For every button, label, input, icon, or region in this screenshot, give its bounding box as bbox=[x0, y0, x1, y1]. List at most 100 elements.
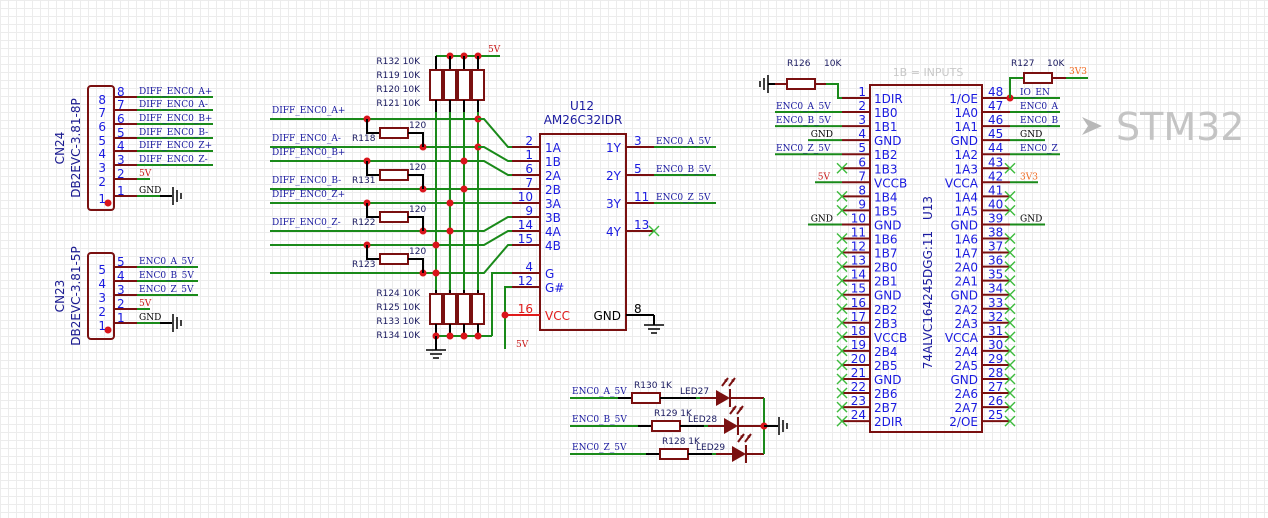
connector-pin-inner-number: 6 bbox=[98, 120, 106, 134]
pin-number: 20 bbox=[851, 352, 866, 366]
pin-name: 2B6 bbox=[874, 387, 898, 401]
pin-number: 11 bbox=[634, 190, 649, 204]
no-connect-stroke bbox=[1004, 331, 1016, 343]
pin-number: 12 bbox=[851, 240, 866, 254]
net-label: DIFF_ENC0_A+ bbox=[139, 87, 212, 97]
pin-name: GND bbox=[950, 289, 978, 303]
junction-dot bbox=[432, 269, 440, 277]
pin-number: 2 bbox=[525, 134, 533, 148]
net-label: DIFF_ENC0_B+ bbox=[272, 148, 345, 158]
pin-number: 38 bbox=[988, 226, 1003, 240]
no-connect-marker bbox=[836, 275, 848, 287]
junction-dot bbox=[474, 332, 482, 340]
connector-pin-number: 1 bbox=[117, 311, 125, 325]
pin-number: 42 bbox=[988, 169, 1003, 183]
junction-dot bbox=[446, 332, 454, 340]
ic-part: AM26C32IDR bbox=[544, 113, 623, 127]
pin-number: 13 bbox=[851, 254, 866, 268]
pin-name: VCCA bbox=[945, 331, 979, 345]
net-label: DIFF_ENC0_A- bbox=[139, 100, 208, 110]
no-connect-marker bbox=[836, 261, 848, 273]
ic-ref: U12 bbox=[570, 99, 594, 113]
no-connect-marker bbox=[836, 317, 848, 329]
connector-pin-inner-number: 7 bbox=[98, 106, 106, 120]
pin-name: 3Y bbox=[606, 197, 622, 211]
pin-number: 25 bbox=[988, 408, 1003, 422]
led-arrow-head bbox=[731, 378, 735, 382]
resistor-lead bbox=[366, 119, 380, 134]
connector-ref: CN24 bbox=[53, 132, 67, 165]
net-label: ENC0_Z_5V bbox=[776, 144, 831, 154]
ic-part: 74ALVC164245DGG:11 bbox=[921, 231, 935, 369]
pin-name: 2A bbox=[545, 169, 562, 183]
no-connect-marker bbox=[1004, 247, 1016, 259]
no-connect-marker bbox=[836, 387, 848, 399]
no-connect-marker bbox=[836, 345, 848, 357]
pin-number: 15 bbox=[851, 282, 866, 296]
connector-pin-number: 4 bbox=[117, 139, 125, 153]
led-icon bbox=[732, 446, 746, 462]
pin-number: 34 bbox=[988, 282, 1003, 296]
pulldown-resistor bbox=[443, 293, 457, 325]
no-connect-stroke bbox=[1004, 401, 1016, 413]
enable-wire bbox=[504, 286, 512, 349]
pin-name: 2B5 bbox=[874, 359, 898, 373]
connector-pin-number: 2 bbox=[117, 297, 125, 311]
pin-name: 2A0 bbox=[955, 261, 978, 275]
pin-name: 2B3 bbox=[874, 317, 898, 331]
no-connect-stroke bbox=[1004, 247, 1016, 259]
pin-name: GND bbox=[950, 218, 978, 232]
led-arrow-head bbox=[724, 378, 728, 382]
resistor-lead bbox=[366, 203, 380, 218]
no-connect-stroke bbox=[836, 345, 848, 357]
net-label: DIFF_ENC0_A- bbox=[272, 134, 341, 144]
pin-name: 1B5 bbox=[874, 204, 898, 218]
led-ref: LED28 bbox=[688, 415, 717, 425]
resistor-label: R134 10K bbox=[376, 331, 421, 341]
no-connect-stroke bbox=[836, 303, 848, 315]
ground-icon bbox=[172, 314, 182, 332]
no-connect-stroke bbox=[1004, 233, 1016, 244]
no-connect-marker bbox=[836, 204, 848, 216]
resistor-value: 120 bbox=[409, 121, 426, 131]
no-connect-stroke bbox=[1004, 162, 1016, 174]
arrow-right-icon bbox=[1082, 117, 1102, 135]
no-connect-stroke bbox=[1004, 317, 1016, 329]
no-connect-stroke bbox=[1004, 359, 1016, 371]
pin-name: 2B0 bbox=[874, 261, 898, 275]
pin-name: 1A4 bbox=[955, 190, 978, 204]
pin-name: 2A7 bbox=[955, 401, 978, 415]
pin-number: 39 bbox=[988, 211, 1003, 225]
led-ref: LED27 bbox=[680, 387, 709, 397]
resistor-ref: R126 bbox=[787, 59, 811, 69]
net-label: DIFF_ENC0_A+ bbox=[272, 106, 345, 116]
led-resistor bbox=[631, 392, 661, 404]
no-connect-stroke bbox=[836, 373, 848, 385]
pin-number: 8 bbox=[858, 183, 866, 197]
connector-pin-number: 3 bbox=[117, 153, 125, 167]
pin-name: 1B0 bbox=[874, 106, 898, 120]
net-label: GND bbox=[811, 214, 833, 224]
pin-number: 11 bbox=[851, 226, 866, 240]
pin-name: 4Y bbox=[606, 225, 622, 239]
no-connect-marker bbox=[836, 415, 848, 427]
pin-number: 1 bbox=[858, 85, 866, 99]
pin-number: 31 bbox=[988, 324, 1003, 338]
connector-pin-inner-number: 3 bbox=[98, 161, 106, 175]
no-connect-stroke bbox=[1004, 261, 1016, 273]
no-connect-stroke bbox=[836, 261, 848, 273]
pin-name: 2B2 bbox=[874, 303, 898, 317]
pin-number: 37 bbox=[988, 240, 1003, 254]
connector-part: DB2EVC-3.81-8P bbox=[69, 98, 83, 198]
pin-number: 23 bbox=[851, 394, 866, 408]
no-connect-marker bbox=[1004, 387, 1016, 399]
no-connect-stroke bbox=[1004, 373, 1016, 385]
net-label: DIFF_ENC0_Z+ bbox=[139, 141, 212, 151]
resistor-value: 120 bbox=[409, 205, 426, 215]
pullup-resistor bbox=[471, 69, 485, 101]
connector-pin-number: 4 bbox=[117, 269, 125, 283]
resistor-label: R124 10K bbox=[376, 289, 421, 299]
pin-number: 21 bbox=[851, 366, 866, 380]
pin-name: 1A1 bbox=[955, 120, 978, 134]
